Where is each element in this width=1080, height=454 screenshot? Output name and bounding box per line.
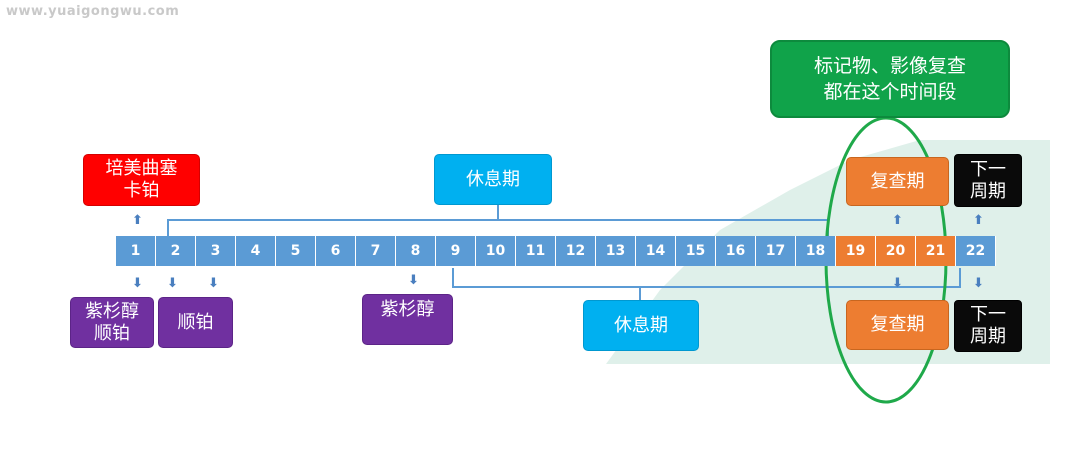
arrow-down-day22: ⬇ [973, 276, 984, 291]
drug1-line-2: 顺铂 [94, 322, 130, 344]
review-callout: 标记物、影像复查 都在这个时间段 [770, 40, 1010, 118]
day-cell: 22 [956, 236, 996, 266]
bottom-next-line-2: 周期 [970, 326, 1006, 347]
day-cell: 14 [636, 236, 676, 266]
day-cell: 10 [476, 236, 516, 266]
drug-box-line-1: 培美曲塞 [105, 158, 178, 179]
arrow-up-day20: ⬆ [892, 213, 903, 228]
bottom-next-cycle-box: 下一 周期 [954, 300, 1022, 352]
drug3-label: 紫杉醇 [380, 299, 435, 320]
drug-box-paclitaxel: 紫杉醇 [362, 294, 453, 345]
day-cell: 17 [756, 236, 796, 266]
top-rest-period-box: 休息期 [434, 154, 552, 205]
day-cell: 21 [916, 236, 956, 266]
drug-box-pemetrexed-carboplatin: 培美曲塞 卡铂 [83, 154, 200, 206]
arrow-up-day1: ⬆ [132, 213, 143, 228]
bottom-rest-label: 休息期 [614, 314, 668, 336]
arrow-down-day2: ⬇ [167, 276, 178, 291]
day-cell: 2 [156, 236, 196, 266]
watermark: www.yuaigongwu.com [6, 4, 180, 19]
day-cell: 13 [596, 236, 636, 266]
top-rest-label: 休息期 [466, 168, 520, 190]
day-cell: 20 [876, 236, 916, 266]
day-cell: 9 [436, 236, 476, 266]
callout-line-1: 标记物、影像复查 [813, 55, 966, 77]
day-cell: 19 [836, 236, 876, 266]
callout-line-2: 都在这个时间段 [823, 81, 957, 103]
top-next-line-2: 周期 [970, 180, 1006, 202]
drug-box-paclitaxel-cisplatin: 紫杉醇 顺铂 [70, 297, 154, 348]
arrow-down-day20: ⬇ [892, 276, 903, 291]
arrow-down-day1: ⬇ [132, 276, 143, 291]
day-cell: 6 [316, 236, 356, 266]
arrow-down-day3: ⬇ [208, 276, 219, 291]
day-cell: 5 [276, 236, 316, 266]
day-cell: 8 [396, 236, 436, 266]
drug1-line-1: 紫杉醇 [85, 300, 139, 322]
day-cell: 16 [716, 236, 756, 266]
top-next-cycle-box: 下一 周期 [954, 154, 1022, 207]
drug-box-line-2: 卡铂 [123, 180, 160, 201]
top-review-label: 复查期 [870, 170, 925, 192]
day-cell: 3 [196, 236, 236, 266]
day-cell: 18 [796, 236, 836, 266]
day-cell: 15 [676, 236, 716, 266]
day-cell: 12 [556, 236, 596, 266]
bottom-rest-period-box: 休息期 [583, 300, 699, 351]
drug2-label: 顺铂 [177, 311, 214, 333]
bottom-review-period-box: 复查期 [846, 300, 949, 350]
arrow-up-day22: ⬆ [973, 213, 984, 228]
bottom-next-line-1: 下一 [970, 304, 1006, 325]
bottom-review-label: 复查期 [870, 314, 925, 335]
bottom-rest-bracket [452, 268, 961, 300]
top-next-line-1: 下一 [970, 158, 1006, 180]
day-cell: 11 [516, 236, 556, 266]
day-cell: 4 [236, 236, 276, 266]
day-cell: 1 [116, 236, 156, 266]
top-review-period-box: 复查期 [846, 157, 949, 206]
arrow-down-day8: ⬇ [408, 273, 419, 288]
day-cell: 7 [356, 236, 396, 266]
drug-box-cisplatin: 顺铂 [158, 297, 233, 348]
